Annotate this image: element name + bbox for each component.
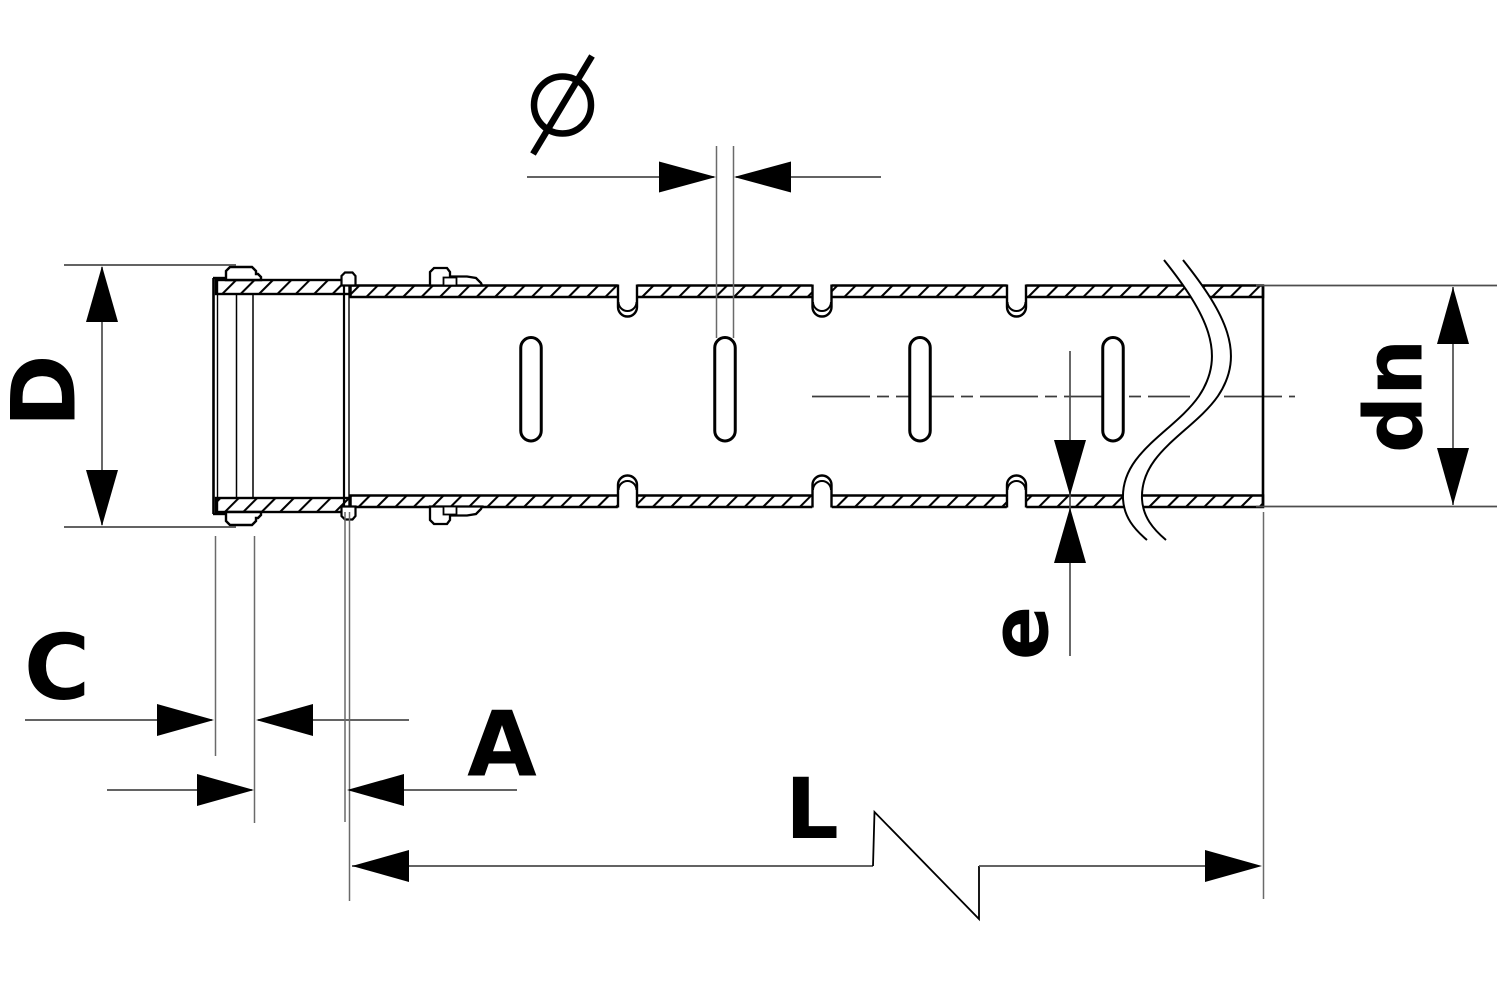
pipe-slot <box>1101 336 1125 443</box>
dimension-slot-diameter: Ø <box>527 54 881 338</box>
wall-notch-bottom <box>811 474 833 509</box>
wall-notch-top <box>811 283 833 318</box>
pipe-body <box>212 259 1295 541</box>
retaining-ridge-top <box>428 266 484 287</box>
dimension-label-A: A <box>467 693 537 798</box>
gasket-bump-top <box>224 265 263 282</box>
wall-notch-bottom <box>1005 474 1028 509</box>
dimension-label-e: e <box>974 606 1067 660</box>
gasket-bump-bottom <box>224 510 263 527</box>
dimension-label-dn: dn <box>1348 339 1441 453</box>
dimension-dn: dn <box>1256 284 1497 508</box>
wall-notch-top <box>616 283 639 318</box>
socket-mouth <box>212 276 228 516</box>
dimension-label-C: C <box>24 616 90 721</box>
wall-notch-bottom <box>616 474 639 509</box>
dimension-L: L <box>352 512 1265 922</box>
dimension-e: e <box>974 351 1086 660</box>
dimension-label-D: D <box>0 354 96 427</box>
dimension-D: D <box>0 264 236 528</box>
pipe-slot <box>519 336 543 443</box>
dimension-C: C <box>24 536 409 823</box>
dimension-label-L: L <box>785 760 839 858</box>
wall-notch-top <box>1005 283 1028 318</box>
pipe-wall-top <box>349 284 1265 299</box>
diameter-symbol <box>530 54 595 156</box>
socket-end-tab-top <box>340 271 357 287</box>
pipe-slot <box>713 336 737 443</box>
break-lines <box>1121 259 1232 541</box>
dimension-A: A <box>107 512 537 901</box>
retaining-ridge-bottom <box>428 505 484 526</box>
socket-end-tab-bottom <box>340 505 357 521</box>
pipe-slot <box>908 336 932 443</box>
break-zigzag <box>872 809 980 922</box>
